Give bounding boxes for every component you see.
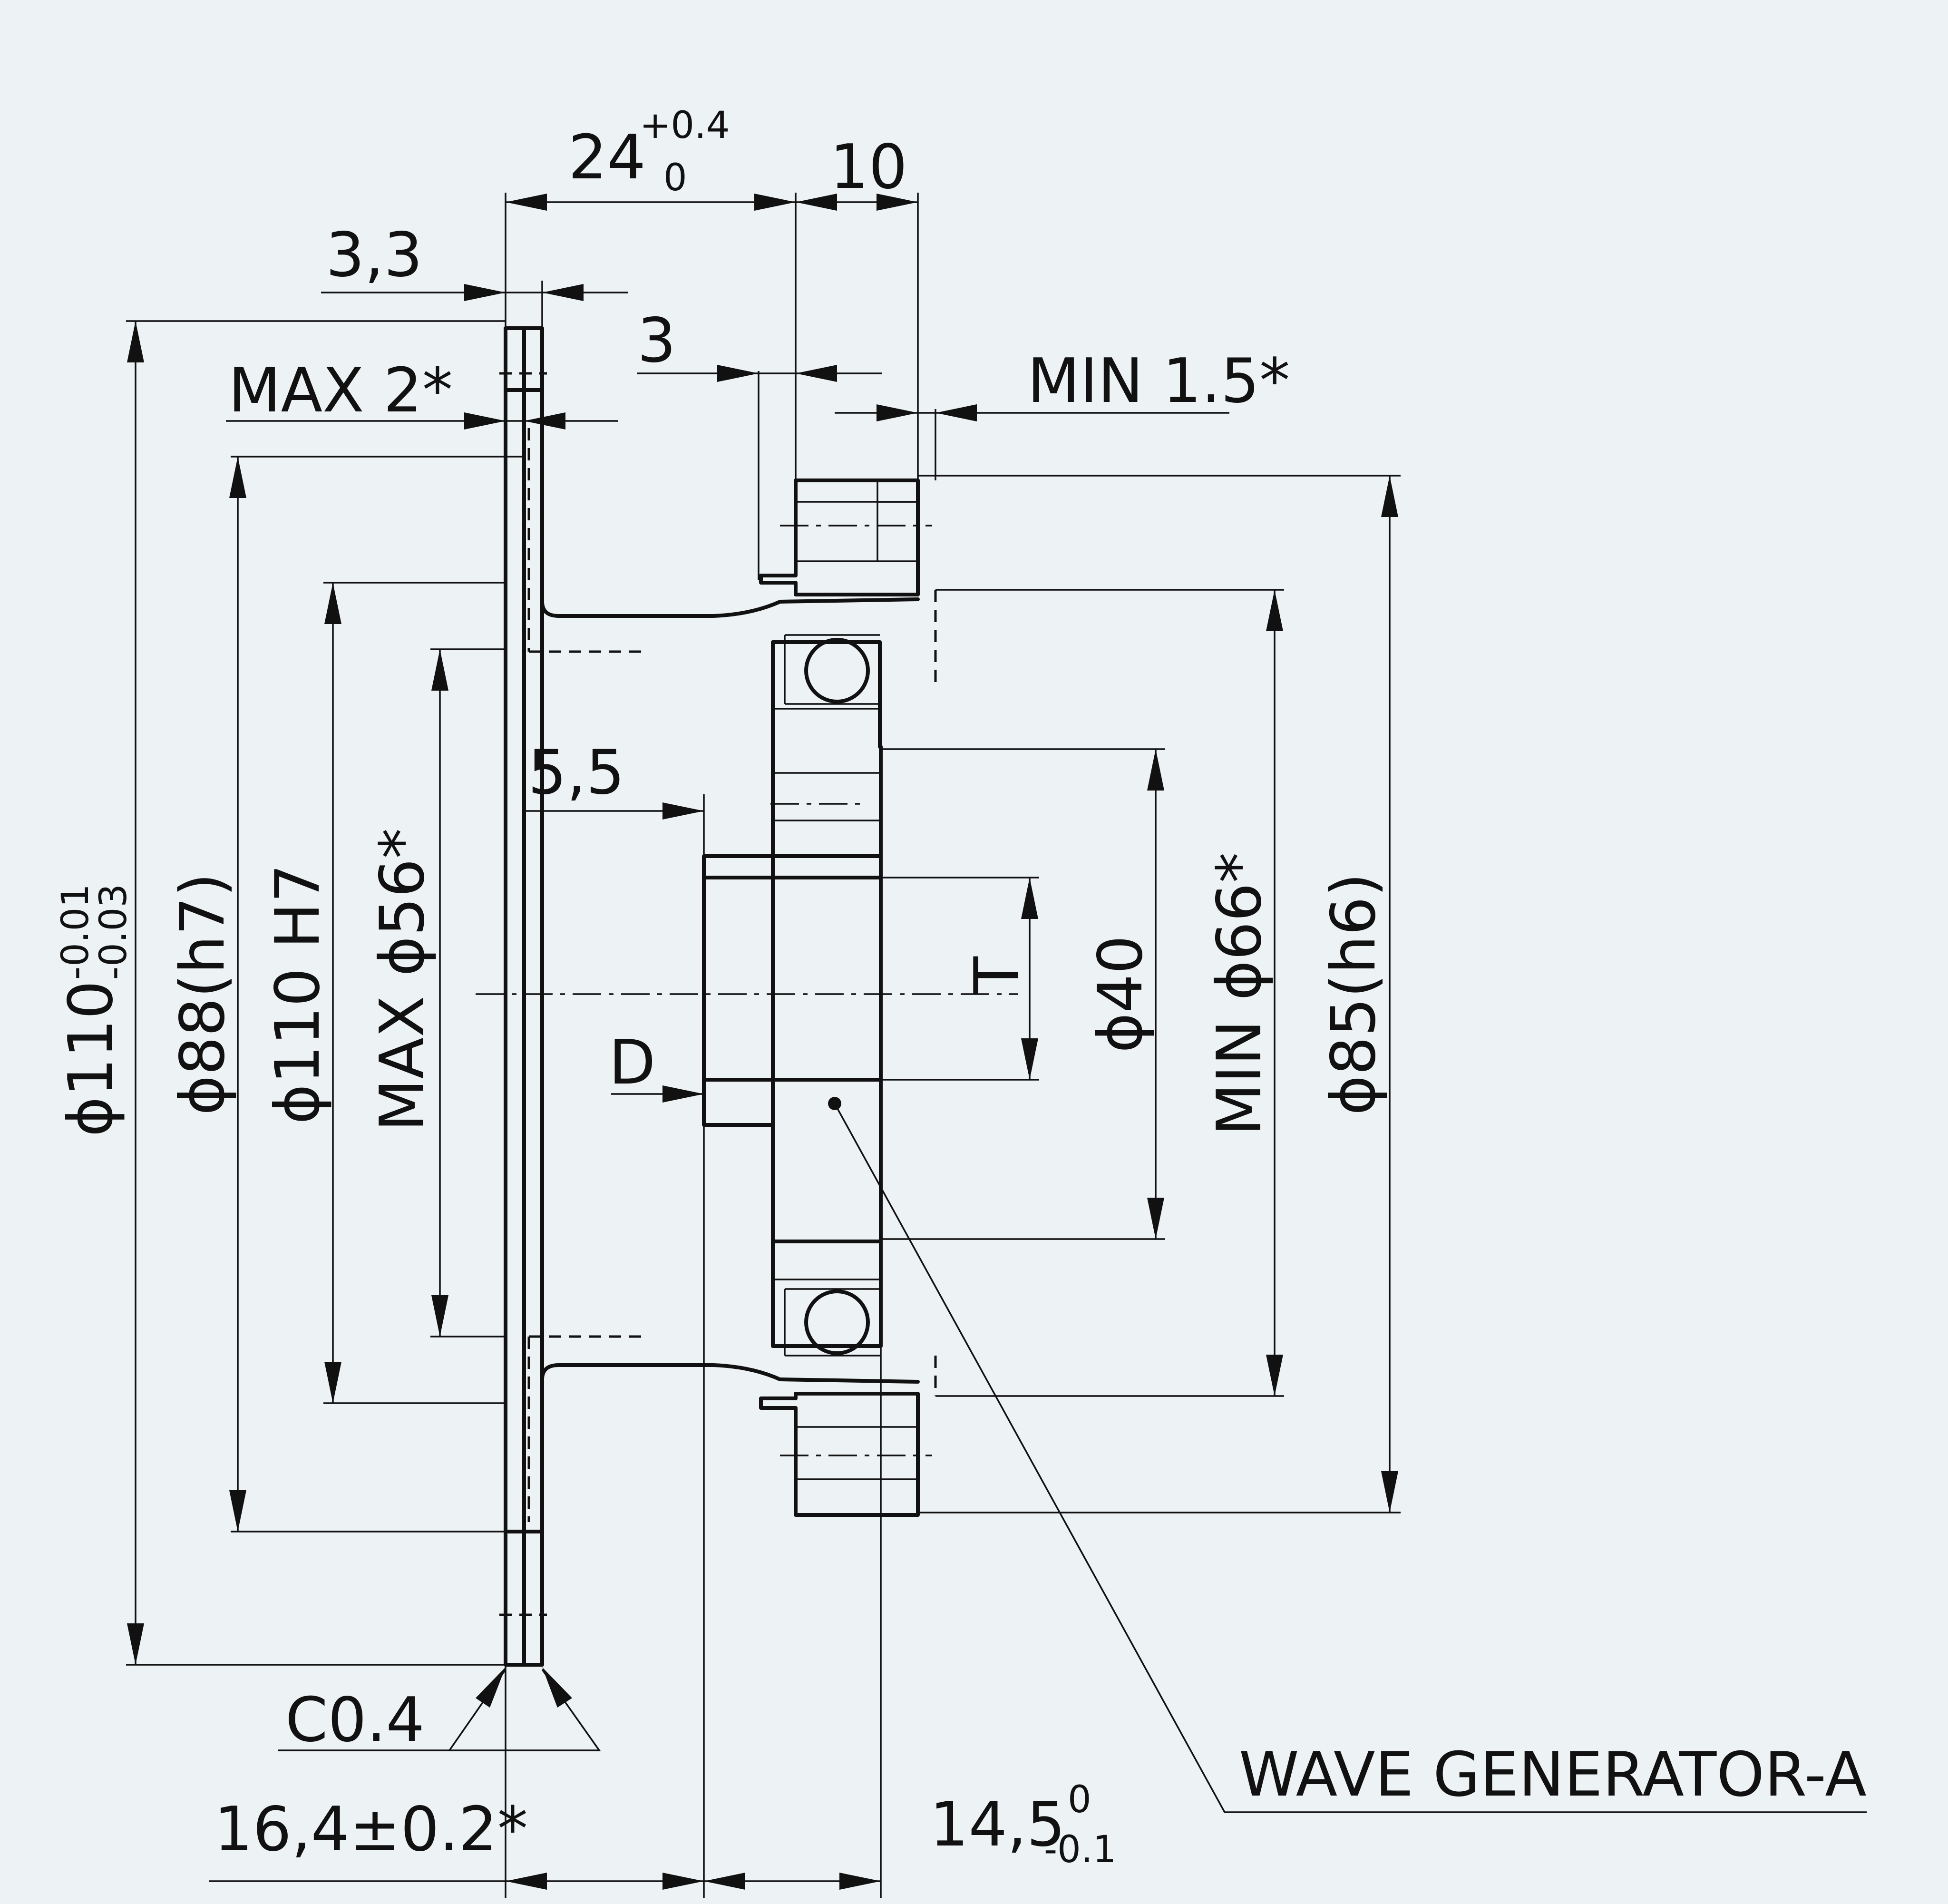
dim-66-label: MIN ϕ66*: [1204, 852, 1275, 1136]
dim-145-base: 14,5: [930, 1789, 1065, 1860]
bearing-ball-lower: [804, 1289, 870, 1355]
dim-110tol-base: ϕ110: [56, 980, 127, 1137]
dim-88-label: ϕ88(h7): [167, 873, 238, 1115]
bearing-cage-upper: [784, 634, 880, 705]
bearing-cage-lower: [784, 1288, 880, 1357]
dim-145-arrow-left: [704, 1873, 745, 1890]
cup-lower: [540, 1363, 920, 1524]
outer-ring-upper: [759, 478, 920, 596]
dim-164-arrow-right: [662, 1873, 704, 1890]
dim-10-label: 10: [830, 132, 907, 203]
dim-24-sup: +0.4: [640, 104, 730, 147]
dim-t-label: T: [962, 956, 1032, 994]
dim-40-arrow-bottom: [1147, 1198, 1164, 1239]
dim-110tol-sup: -0.01: [54, 884, 97, 980]
dim-145-sup: 0: [1068, 1778, 1091, 1821]
dim-3-arrow-right: [796, 365, 837, 382]
dim-88-arrow-bottom: [229, 1490, 246, 1532]
dim-164-label: 16,4±0.2*: [214, 1794, 528, 1865]
dim-24-sub: 0: [663, 156, 687, 199]
flange-plate: [504, 326, 544, 1667]
wave-generator-leader-dot: [828, 1097, 841, 1110]
dim-d-label: D: [609, 1027, 656, 1098]
dim-145-arrow-right: [839, 1873, 881, 1890]
chamfer-label: C0.4: [285, 1685, 425, 1756]
dim-t-arrow-top: [1021, 878, 1038, 919]
bearing-ball-upper: [804, 638, 870, 703]
dim-85-arrow-bottom: [1381, 1471, 1398, 1513]
dim-66-arrow-bottom: [1266, 1355, 1283, 1396]
cup-upper: [540, 426, 920, 618]
outer-ring-upper-notch: [877, 480, 918, 561]
dim-56-label: MAX ϕ56*: [367, 828, 438, 1132]
dim-55-label: 5,5: [528, 737, 625, 808]
dimension-lines: [126, 193, 1867, 1898]
dim-d-arrow: [662, 1085, 704, 1103]
dim-56-arrow-bottom: [431, 1295, 448, 1337]
chamfer-arrow-left: [476, 1667, 506, 1708]
dim-min15-arrow-left: [877, 404, 918, 421]
dim-t-arrow-bottom: [1021, 1038, 1038, 1080]
dim-110tol-arrow-bottom: [127, 1623, 144, 1665]
dimension-text: 24 +0.4 0 10 3,3 3 MAX 2* MIN 1.5* 5,5 D…: [54, 104, 1867, 1871]
dim-min15-label: MIN 1.5*: [1027, 346, 1290, 417]
dim-10-arrow-left: [796, 194, 837, 211]
dim-110h7-arrow-top: [324, 583, 341, 624]
dim-max2-arrow-right: [524, 412, 565, 430]
dim-110tol-sub: -0.03: [92, 884, 135, 980]
dim-24-arrow-right: [754, 194, 796, 211]
dim-max2-arrow-left: [464, 412, 506, 430]
outer-ring-lower: [759, 1392, 920, 1517]
dim-min15-arrow-right: [935, 404, 977, 421]
dim-56-arrow-top: [431, 649, 448, 691]
dim-40-arrow-top: [1147, 749, 1164, 791]
dim-110h7-arrow-bottom: [324, 1362, 341, 1403]
wave-generator-label: WAVE GENERATOR-A: [1239, 1739, 1867, 1810]
dim-110h7-label: ϕ110 H7: [263, 864, 333, 1124]
dim-33-arrow-left: [464, 284, 506, 301]
wave-generator-leader: [834, 1103, 1867, 1813]
chamfer-arrow-right: [542, 1667, 572, 1708]
dim-33-arrow-right: [542, 284, 584, 301]
dim-55-arrow: [662, 802, 704, 820]
dim-24-base: 24: [568, 122, 646, 193]
dim-66-arrow-top: [1266, 590, 1283, 631]
part-outline: [476, 326, 1018, 1667]
dim-max2-label: MAX 2*: [228, 355, 453, 426]
dim-10-arrow-right: [877, 194, 918, 211]
dim-3-arrow-left: [717, 365, 759, 382]
dim-110tol-arrow-top: [127, 321, 144, 362]
dim-145-sub: -0.1: [1044, 1828, 1116, 1871]
dim-110tol-group: ϕ110 -0.01 -0.03: [54, 884, 135, 1137]
dim-88-arrow-top: [229, 457, 246, 498]
dim-40-label: ϕ40: [1085, 935, 1156, 1053]
dim-164-arrow-left: [506, 1873, 547, 1890]
dim-3-label: 3: [637, 305, 676, 376]
dim-85-arrow-top: [1381, 476, 1398, 517]
dim-33-label: 3,3: [326, 220, 423, 291]
dim-85-label: ϕ85(h6): [1318, 873, 1389, 1115]
dim-24-arrow-left: [506, 194, 547, 211]
